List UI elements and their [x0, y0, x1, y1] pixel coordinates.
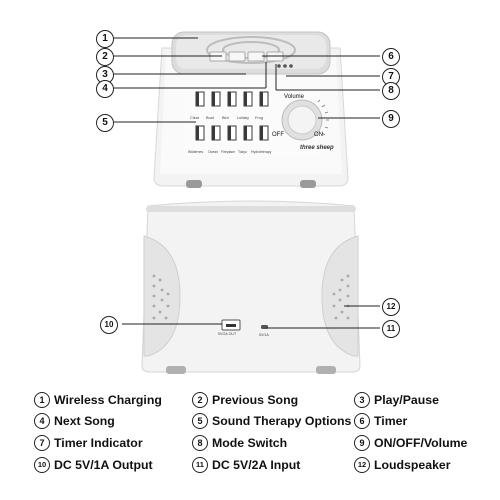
- legend-badge: 12: [354, 457, 370, 473]
- legend-item: 1 Wireless Charging: [34, 392, 162, 408]
- legend-label: Play/Pause: [374, 393, 439, 407]
- legend-label: DC 5V/2A Input: [212, 458, 301, 472]
- callout-number: 4: [96, 80, 114, 98]
- legend-item: 6 Timer: [354, 413, 407, 429]
- legend-badge: 4: [34, 413, 50, 429]
- back-device-image: [141, 200, 361, 374]
- legend-item: 9 ON/OFF/Volume: [354, 435, 467, 451]
- legend-badge: 6: [354, 413, 370, 429]
- legend-item: 11 DC 5V/2A Input: [192, 457, 300, 473]
- legend-label: Previous Song: [212, 393, 299, 407]
- callout-number: 6: [382, 48, 400, 66]
- legend-label: Next Song: [54, 414, 115, 428]
- legend-badge: 11: [192, 457, 208, 473]
- legend-item: 3 Play/Pause: [354, 392, 439, 408]
- callout-number: 8: [382, 82, 400, 100]
- legend-item: 2 Previous Song: [192, 392, 298, 408]
- legend-badge: 9: [354, 435, 370, 451]
- dc-port-label: 5V/1A: [259, 333, 269, 337]
- sound-label: Fireplace: [221, 150, 235, 154]
- callout-number: 5: [96, 114, 114, 132]
- legend-item: 10 DC 5V/1A Output: [34, 457, 153, 473]
- legend-label: Timer: [374, 414, 408, 428]
- usb-port-label: 5V/2A OUT: [218, 332, 237, 336]
- legend-label: Timer Indicator: [54, 436, 143, 450]
- callout-number: 2: [96, 48, 114, 66]
- legend-label: Sound Therapy Options: [212, 414, 352, 428]
- legend-label: ON/OFF/Volume: [374, 436, 468, 450]
- legend-label: Wireless Charging: [54, 393, 162, 407]
- legend-badge: 5: [192, 413, 208, 429]
- legend-item: 4 Next Song: [34, 413, 115, 429]
- legend-badge: 8: [192, 435, 208, 451]
- on-label: ON: [314, 132, 323, 138]
- sound-label: Boat: [206, 116, 214, 120]
- callout-number: 12: [382, 298, 400, 316]
- sound-label: Clear: [190, 116, 200, 120]
- sound-label: Frog: [255, 116, 263, 120]
- legend-badge: 7: [34, 435, 50, 451]
- front-device-image: [153, 31, 349, 188]
- sound-label: Tokyo: [238, 150, 247, 154]
- callout-number: 11: [382, 320, 400, 338]
- off-label: OFF: [272, 132, 284, 138]
- sound-label: Ocean: [208, 150, 218, 154]
- legend-item: 12 Loudspeaker: [354, 457, 451, 473]
- legend-label: Loudspeaker: [374, 458, 451, 472]
- legend-badge: 1: [34, 392, 50, 408]
- legend-label: Mode Switch: [212, 436, 288, 450]
- sound-label: Hydrotherapy: [251, 150, 272, 154]
- callout-number: 9: [382, 110, 400, 128]
- legend-item: 7 Timer Indicator: [34, 435, 143, 451]
- sound-label: Wildernes: [188, 150, 204, 154]
- volume-label: Volume: [284, 94, 305, 100]
- legend-item: 5 Sound Therapy Options: [192, 413, 351, 429]
- brand-label: three sheep: [300, 145, 334, 151]
- callout-number: 10: [100, 316, 118, 334]
- legend-item: 8 Mode Switch: [192, 435, 287, 451]
- legend-badge: 2: [192, 392, 208, 408]
- legend-badge: 10: [34, 457, 50, 473]
- callout-number: 7: [382, 68, 400, 86]
- callout-number: 1: [96, 30, 114, 48]
- sound-label: Bird: [222, 116, 229, 120]
- legend-badge: 3: [354, 392, 370, 408]
- sound-label: Lullaby: [237, 116, 250, 120]
- legend-label: DC 5V/1A Output: [54, 458, 153, 472]
